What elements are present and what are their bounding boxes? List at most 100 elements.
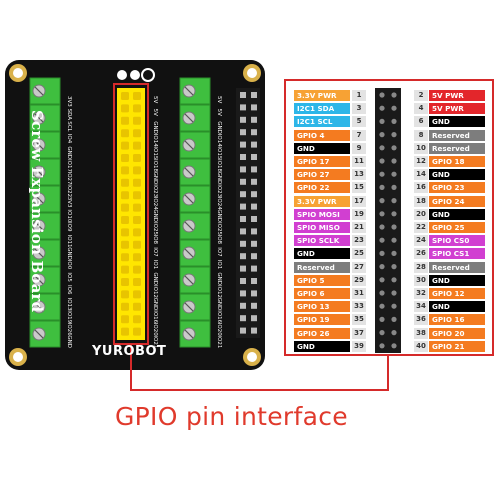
pin-number-right: 22 <box>414 222 428 233</box>
silkscreen-label-right: IO21 <box>216 335 222 348</box>
pin-function-left: I2C1 SDA <box>294 103 350 115</box>
header-pin <box>251 129 257 136</box>
header-pin <box>133 178 141 187</box>
pin-function-right: GPIO 20 <box>429 327 485 339</box>
pin-number-right: 24 <box>414 235 428 247</box>
header-pin <box>121 166 129 175</box>
pin-number-left: 37 <box>352 327 366 339</box>
pin-dot <box>379 343 385 349</box>
screw-slot <box>184 86 194 96</box>
pin-number-right: 32 <box>414 288 428 299</box>
pin-number-right: 6 <box>414 116 428 128</box>
board-title: Screw Expansion Board <box>28 110 46 313</box>
silkscreen-label-right: IO25 <box>216 222 222 235</box>
header-pin <box>251 166 257 173</box>
logo-icons <box>117 68 155 82</box>
pin-number-right: 18 <box>414 195 428 207</box>
screw-slot <box>184 221 194 231</box>
silkscreen-label-center: GND <box>152 272 158 285</box>
silkscreen-label-center: GND <box>152 172 158 185</box>
silkscreen-label-left: 3V3 <box>66 96 72 107</box>
pin-number-right: 16 <box>414 182 428 194</box>
pin-number-left: 3 <box>352 103 366 115</box>
silkscreen-label-center: 5V <box>152 109 158 116</box>
silkscreen-label-center: IO7 <box>152 247 158 257</box>
pin-dot <box>391 132 397 138</box>
header-pin <box>133 315 141 324</box>
pin-function-right: Reserved <box>429 142 485 154</box>
header-pin <box>133 216 141 224</box>
header-pin <box>121 265 129 274</box>
pinout-center-pins <box>375 88 401 353</box>
pin-number-left: 27 <box>352 261 366 273</box>
silkscreen-label-right: IO18 <box>216 159 222 172</box>
screw-slot <box>34 221 44 231</box>
screw-slot <box>184 329 194 339</box>
header-pin <box>240 104 246 111</box>
silkscreen-label-right: IO16 <box>216 310 222 323</box>
pin-function-left: GPIO 13 <box>294 301 350 313</box>
header-pin <box>121 302 129 311</box>
gpio-header-highlight <box>117 88 145 340</box>
header-pin <box>133 253 141 262</box>
header-pin <box>251 92 257 98</box>
pin-number-left: 35 <box>352 314 366 326</box>
silkscreen-label-left: IO13 <box>66 298 72 311</box>
pin-function-right: GPIO 18 <box>429 156 485 167</box>
pin-dot <box>379 118 385 124</box>
header-pin <box>240 327 246 334</box>
silkscreen-label-left: IO22 <box>66 184 72 197</box>
silkscreen-label-right: IO20 <box>216 323 222 336</box>
header-pin <box>240 178 246 185</box>
pin-dot <box>391 264 397 270</box>
pin-function-right: GND <box>429 116 485 128</box>
header-pin <box>240 166 246 173</box>
pin-dot <box>391 330 397 336</box>
pin-dot <box>379 277 385 283</box>
pin-function-right: GPIO 12 <box>429 288 485 299</box>
pin-function-left: GPIO 17 <box>294 156 350 167</box>
screw-slot <box>34 248 44 258</box>
pin-number-left: 13 <box>352 169 366 181</box>
silkscreen-label-center: IO21 <box>152 335 158 348</box>
pin-function-left: GPIO 27 <box>294 169 350 181</box>
pin-dot <box>391 224 397 230</box>
header-pin <box>251 302 257 309</box>
header-pin <box>121 203 129 212</box>
header-pin <box>240 315 246 322</box>
header-pin <box>251 154 257 160</box>
silkscreen-label-center: IO12 <box>152 285 158 298</box>
pin-dot <box>391 198 397 204</box>
pin-function-right: 5V PWR <box>429 90 485 101</box>
header-pin <box>121 178 129 187</box>
pin-function-left: SPIO MISO <box>294 222 350 233</box>
pin-function-left: GND <box>294 340 350 352</box>
pin-header-right <box>236 88 260 338</box>
pin-number-left: 39 <box>352 340 366 352</box>
pin-dot <box>379 158 385 164</box>
header-pin <box>251 240 257 247</box>
screw-slot <box>34 167 44 177</box>
pin-dot <box>379 105 385 111</box>
silkscreen-label-left: 3V3 <box>66 197 72 208</box>
silkscreen-label-left: IO17 <box>66 159 72 172</box>
caption: GPIO pin interface <box>115 402 348 431</box>
pin-function-right: GND <box>429 169 485 181</box>
pin-number-right: 10 <box>414 142 428 154</box>
pin-function-left: I2C1 SCL <box>294 116 350 128</box>
pin-number-right: 2 <box>414 90 428 101</box>
header-pin <box>121 92 129 100</box>
pin-dot <box>379 264 385 270</box>
header-pin <box>251 290 257 297</box>
pin-number-left: 15 <box>352 182 366 194</box>
header-pin <box>121 228 129 237</box>
header-pin <box>121 327 129 336</box>
